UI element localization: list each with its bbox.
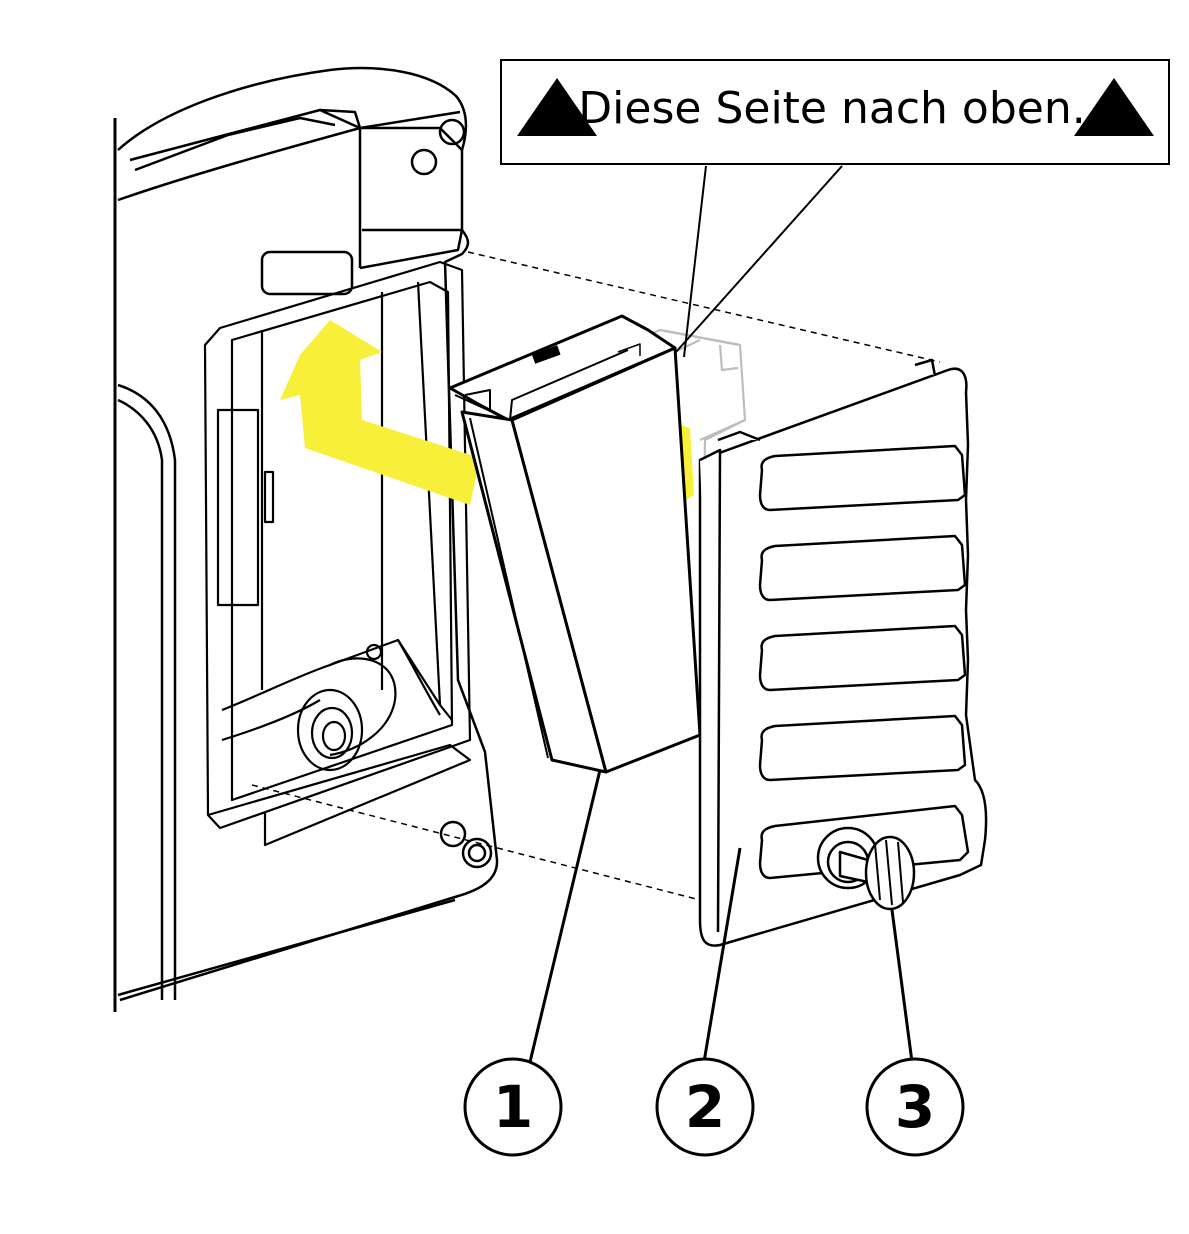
banner-leaders — [675, 165, 843, 358]
callout-label: 1 — [493, 1073, 533, 1141]
door-rib — [758, 624, 967, 692]
leader-1 — [528, 769, 602, 1063]
banner-box — [500, 59, 1170, 165]
warning-triangle-icon — [1074, 78, 1154, 136]
warning-triangle-icon — [517, 78, 597, 136]
callout-3: 3 — [865, 1057, 965, 1157]
alignment-guides — [251, 251, 941, 901]
insertion-arrow-left — [280, 320, 480, 505]
callout-label: 3 — [895, 1073, 935, 1141]
battery-door — [698, 358, 988, 947]
banner-text: Diese Seite nach oben. — [578, 83, 1085, 134]
callout-label: 2 — [685, 1073, 725, 1141]
callout-1: 1 — [463, 1057, 563, 1157]
orientation-banner: Diese Seite nach oben. — [500, 59, 1170, 165]
battery — [448, 314, 702, 774]
callout-leaders — [528, 769, 914, 1063]
leader-3 — [890, 909, 914, 1063]
thumb-screw — [838, 835, 916, 911]
device-housing — [113, 66, 499, 1012]
callout-2: 2 — [655, 1057, 755, 1157]
door-rib — [758, 714, 967, 782]
door-rib — [758, 444, 967, 512]
door-rib — [758, 534, 967, 602]
leader-2 — [702, 847, 742, 1063]
battery-compartment — [203, 260, 472, 847]
